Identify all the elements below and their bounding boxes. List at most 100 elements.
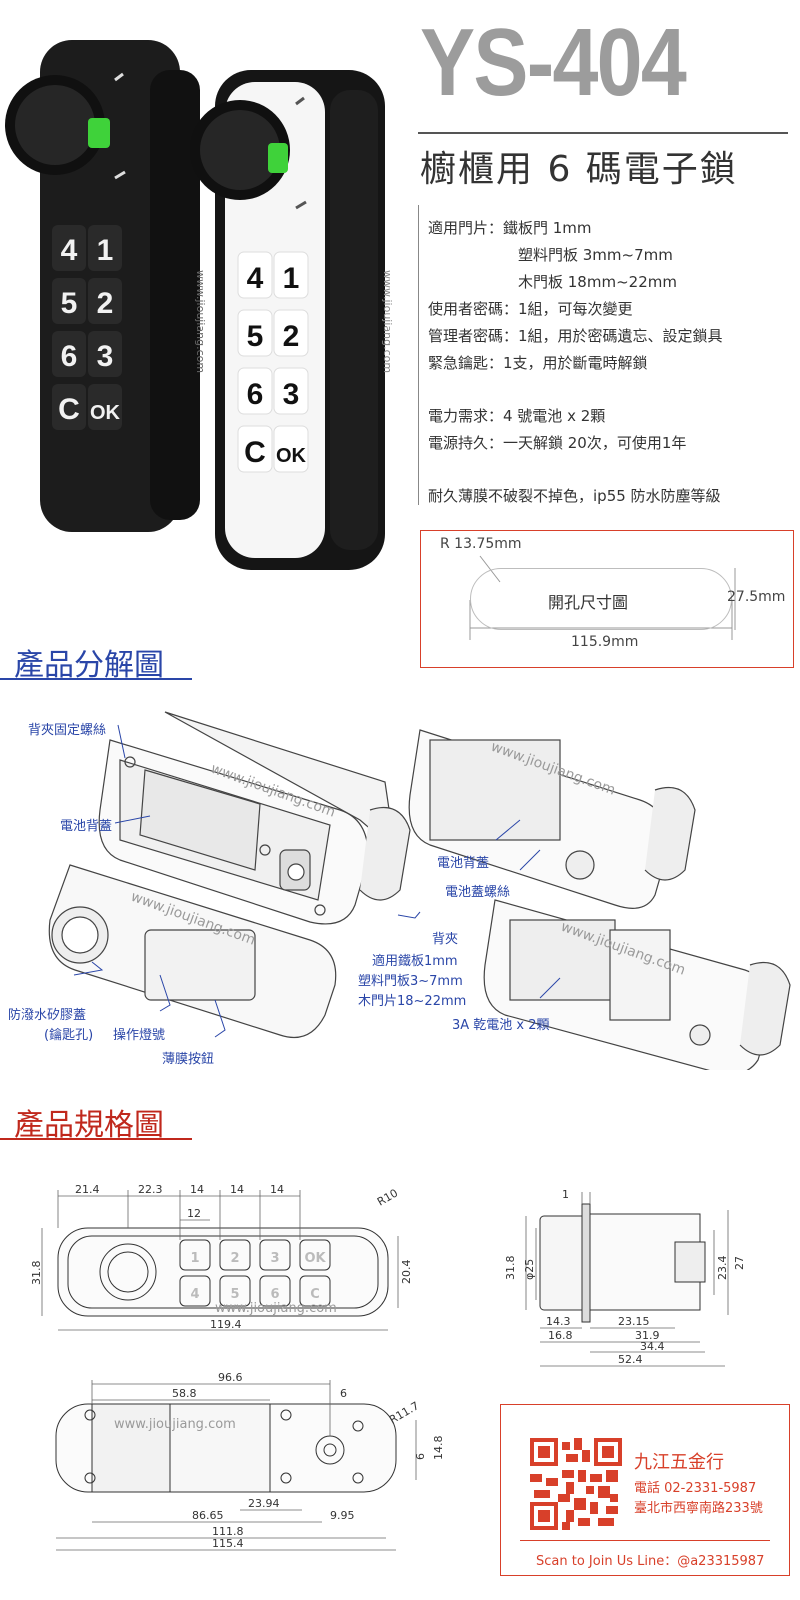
dim-front-20-4: 20.4 xyxy=(400,1260,410,1285)
spec-title-underline xyxy=(0,1138,192,1140)
dim-front-12: 12 xyxy=(187,1207,201,1220)
spec-divider xyxy=(418,205,419,505)
hole-outline xyxy=(470,568,732,630)
front-view-watermark: www.jioujiang.com xyxy=(215,1301,337,1316)
callout-membrane: 薄膜按鈕 xyxy=(162,1052,215,1067)
callout-clip-wood: 木門片18~22mm xyxy=(358,994,467,1009)
white-keypad xyxy=(237,251,309,473)
led-green-icon xyxy=(88,118,110,148)
white-key-2: 2 xyxy=(283,320,300,353)
dim-side-52-4: 52.4 xyxy=(618,1353,643,1366)
dim-back-h6: 6 xyxy=(414,1453,427,1460)
spec-emergency-key: 緊急鑰匙：1支，用於斷電時解鎖 xyxy=(428,354,648,372)
dim-side-34-4: 34.4 xyxy=(640,1340,665,1353)
product-photo: 4 1 5 2 6 3 C OK www.jioujiang.com 4 1 5… xyxy=(5,40,394,570)
black-key-ok: OK xyxy=(90,402,121,424)
shop-name: 九江五金行 xyxy=(634,1452,724,1473)
dim-back-14-8: 14.8 xyxy=(432,1436,445,1461)
spec-durability: 耐久薄膜不破裂不掉色，ip55 防水防塵等級 xyxy=(428,487,721,505)
hole-size-box xyxy=(420,530,794,668)
dim-side-16-8: 16.8 xyxy=(548,1329,573,1342)
title-divider xyxy=(418,132,788,134)
callout-clip-plastic: 塑料門板3~7mm xyxy=(358,974,463,989)
dim-side-23-15: 23.15 xyxy=(618,1315,650,1328)
spec-admin-password: 管理者密碼：1組，用於密碼遺忘、設定鎖具 xyxy=(428,327,723,345)
spec-drawing-title: 產品規格圖 xyxy=(14,1108,164,1143)
hole-label: 開孔尺寸圖 xyxy=(548,593,629,612)
white-key-3: 3 xyxy=(283,378,300,411)
black-lock-watermark: www.jioujiang.com xyxy=(194,270,207,373)
dim-front-22-3: 22.3 xyxy=(138,1183,163,1196)
dim-side-31-8: 31.8 xyxy=(504,1256,517,1281)
drawing-key-1: 1 xyxy=(190,1251,199,1266)
product-subtitle: 櫥櫃用 6 碼電子鎖 xyxy=(420,149,738,190)
dim-back-23-94: 23.94 xyxy=(248,1497,280,1510)
black-keypad xyxy=(52,225,122,430)
exploded-title: 產品分解圖 xyxy=(14,648,164,683)
dim-side-phi25: φ25 xyxy=(523,1259,536,1280)
shop-address: 臺北市西寧南路233號 xyxy=(634,1501,763,1516)
black-key-1: 1 xyxy=(97,234,114,267)
back-view-watermark: www.jioujiang.com xyxy=(114,1417,236,1432)
dim-side-1: 1 xyxy=(562,1190,569,1201)
dim-back-96-6: 96.6 xyxy=(218,1371,243,1384)
dim-back-115-4: 115.4 xyxy=(212,1537,244,1550)
qr-code-icon[interactable] xyxy=(530,1438,622,1530)
dim-back-86-65: 86.65 xyxy=(192,1509,224,1522)
callout-battery-cover-left: 電池背蓋 xyxy=(60,819,113,834)
dim-front-119-4: 119.4 xyxy=(210,1318,242,1331)
spec-battery-life: 電源持久：一天解鎖 20次，可使用1年 xyxy=(428,434,687,452)
black-key-3: 3 xyxy=(97,340,114,373)
dim-side-14-3: 14.3 xyxy=(546,1315,571,1328)
callout-battery-cover-screw: 電池蓋螺絲 xyxy=(445,885,511,900)
exploded-drawing: www.jioujiang.com www.jioujiang.com www.… xyxy=(48,711,791,1070)
front-view-drawing: 1 2 3 OK 4 5 6 C 21.4 22.3 14 14 14 12 1… xyxy=(30,1183,410,1331)
dim-back-111-8: 111.8 xyxy=(212,1525,244,1538)
scan-line-id: Scan to Join Us Line：@a23315987 xyxy=(536,1554,765,1569)
hole-height: 27.5mm xyxy=(727,589,786,605)
white-key-5: 5 xyxy=(247,320,264,353)
dim-side-23-4: 23.4 xyxy=(716,1256,729,1281)
dim-front-21-4: 21.4 xyxy=(75,1183,100,1196)
callout-keyhole: (鑰匙孔) xyxy=(44,1028,94,1043)
dim-front-14-c: 14 xyxy=(270,1183,284,1196)
dim-side-27: 27 xyxy=(733,1256,746,1270)
shop-phone[interactable]: 電話 02-2331-5987 xyxy=(634,1481,757,1496)
white-key-6: 6 xyxy=(247,378,264,411)
hole-width: 115.9mm xyxy=(568,634,642,650)
callout-back-clip: 背夾 xyxy=(432,932,459,947)
back-view-drawing: 96.6 58.8 6 R11.7 6 14.8 23.94 86.65 9.9… xyxy=(55,1371,445,1551)
white-key-4: 4 xyxy=(247,262,264,295)
drawing-key-4: 4 xyxy=(190,1287,199,1302)
contact-box xyxy=(500,1404,790,1576)
side-view-drawing: 1 31.8 φ25 23.4 27 14.3 23.15 16.8 31.9 … xyxy=(504,1190,746,1367)
white-lock-watermark: www.jioujiang.com xyxy=(381,270,394,373)
callout-battery-cover-right: 電池背蓋 xyxy=(437,856,490,871)
white-key-1: 1 xyxy=(283,262,300,295)
spec-plastic: 塑料門板 3mm~7mm xyxy=(518,246,673,264)
callout-batteries: 3A 乾電池 x 2顆 xyxy=(452,1018,550,1033)
callout-silicone-cover: 防潑水矽膠蓋 xyxy=(8,1008,87,1023)
model-title: YS-404 xyxy=(420,9,687,116)
white-key-ok: OK xyxy=(276,445,307,467)
black-key-2: 2 xyxy=(97,287,114,320)
spec-door: 適用門片：鐵板門 1mm xyxy=(428,219,592,237)
dim-back-9-95: 9.95 xyxy=(330,1509,355,1522)
black-key-5: 5 xyxy=(61,287,78,320)
drawing-key-c: C xyxy=(310,1287,320,1302)
spec-power: 電力需求：4 號電池 x 2顆 xyxy=(428,407,606,425)
dim-front-r10: R10 xyxy=(375,1187,400,1209)
drawing-key-2: 2 xyxy=(230,1251,239,1266)
black-key-6: 6 xyxy=(61,340,78,373)
callout-led: 操作燈號 xyxy=(113,1028,166,1043)
spec-wood: 木門板 18mm~22mm xyxy=(518,273,677,291)
callout-clip-iron: 適用鐵板1mm xyxy=(372,954,458,969)
drawing-key-3: 3 xyxy=(270,1251,279,1266)
black-key-c: C xyxy=(58,393,80,426)
exploded-title-underline xyxy=(0,678,192,680)
contact-divider xyxy=(520,1540,770,1541)
white-key-c: C xyxy=(244,436,266,469)
led-green-icon-2 xyxy=(268,143,288,173)
dim-front-14-a: 14 xyxy=(190,1183,204,1196)
dim-side-31-9: 31.9 xyxy=(635,1329,660,1342)
